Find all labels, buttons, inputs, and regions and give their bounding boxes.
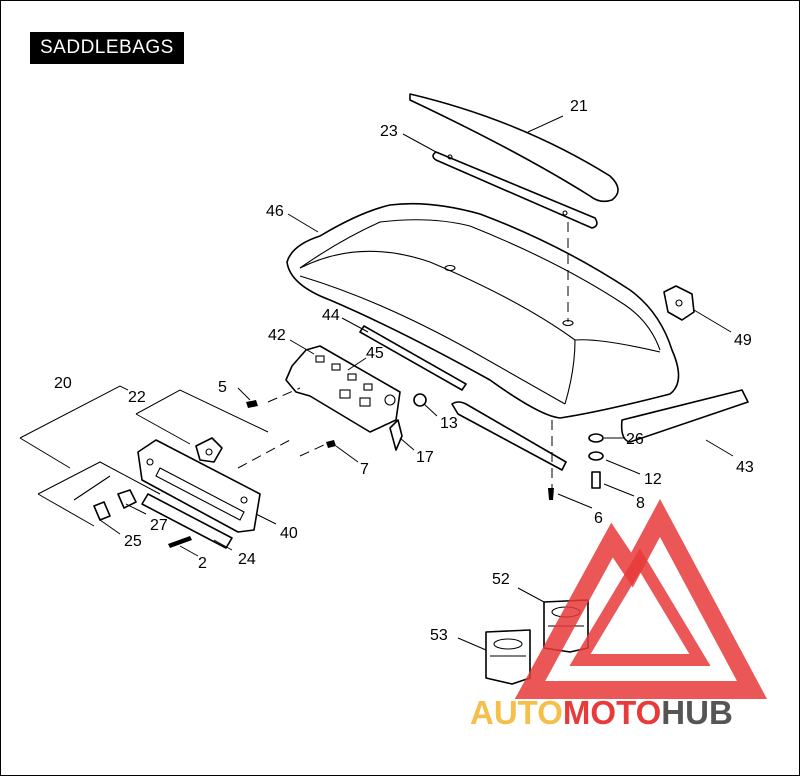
part-21-trim-strip [409,93,619,203]
callout-25: 25 [124,533,142,550]
part-12-washer [588,451,604,461]
callout-44: 44 [322,307,340,324]
callout-26: 26 [626,431,644,448]
part-23-bracket-strip [432,151,598,229]
callout-43: 43 [736,459,754,476]
callout-7: 7 [360,461,369,478]
part-17-latch-lever [389,419,403,451]
part-49-cap [663,285,695,321]
part-24-backing-plate [141,493,233,549]
diagram-title: SADDLEBAGS [30,32,184,64]
part-8-bolt [591,471,601,489]
watermark-text-hub: HUB [661,694,733,731]
part-5-screw [246,400,258,408]
callout-40: 40 [280,525,298,542]
callout-13: 13 [440,415,458,432]
part-13-nut [413,393,427,407]
callout-52: 52 [492,571,510,588]
callout-2: 2 [198,555,207,572]
watermark-text-auto: AUTO [470,694,563,731]
part-26-washer [588,433,604,443]
callout-27: 27 [150,517,168,534]
cable-tie [73,475,111,501]
part-42-latch-plate [285,345,401,433]
callout-12: 12 [644,471,662,488]
part-43-foam-strip [620,389,749,443]
callout-46: 46 [266,203,284,220]
part-53-label [485,629,531,685]
callout-6: 6 [594,510,603,527]
callout-45: 45 [366,345,384,362]
callout-53: 53 [430,627,448,644]
grommet [195,437,223,463]
svg-text:AUTOMOTOHUB: AUTOMOTOHUB [470,694,733,731]
part-7-screw [326,440,336,448]
part-25-pad [93,501,111,521]
callout-23: 23 [380,123,398,140]
part-27-bushing [117,489,137,509]
part-44-rail [359,325,467,391]
callout-49: 49 [734,332,752,349]
callout-8: 8 [636,495,645,512]
watermark-text-moto: MOTO [563,694,661,731]
callout-22: 22 [128,389,146,406]
part-2-screw [168,536,192,548]
callout-20: 20 [54,375,72,392]
hinge-rail [451,401,567,471]
callout-21: 21 [570,98,588,115]
callout-5: 5 [218,379,227,396]
callout-17: 17 [416,449,434,466]
watermark-logo [514,498,768,699]
part-46-lid [286,202,680,419]
part-40-handle [137,439,261,533]
part-6-screw [548,488,554,500]
callout-42: 42 [268,327,286,344]
callout-24: 24 [238,551,256,568]
